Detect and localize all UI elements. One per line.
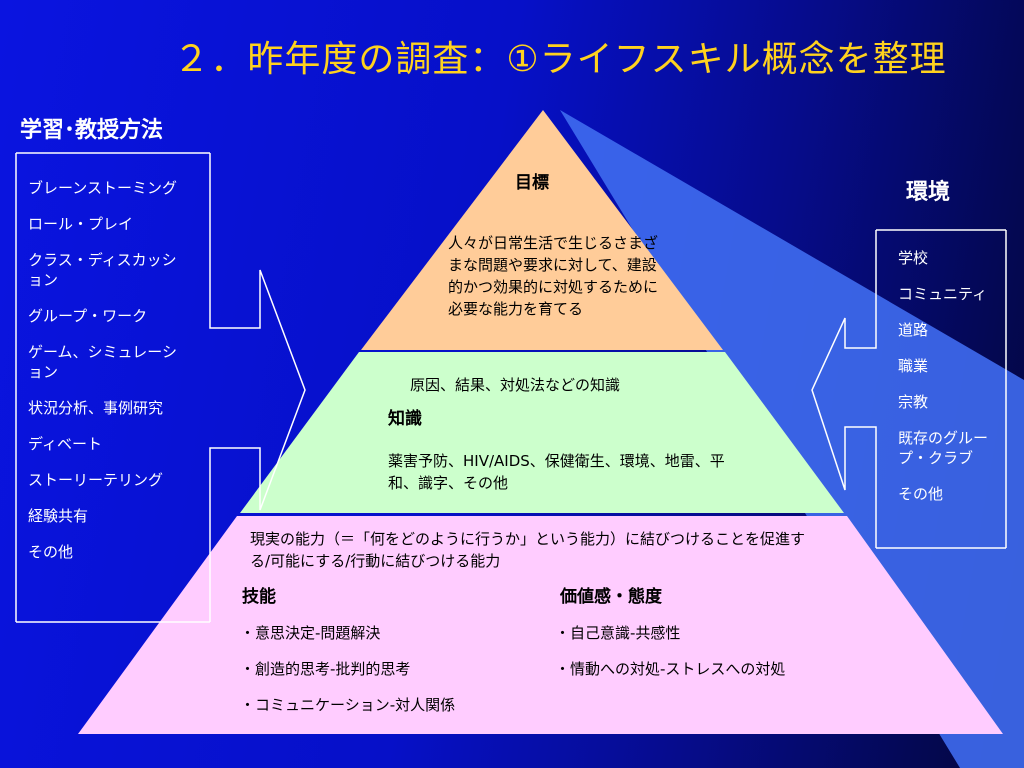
list-item: その他	[28, 543, 74, 561]
list-item: 経験共有	[28, 507, 89, 525]
list-item: 学校	[898, 249, 929, 267]
skills-label: 技能	[242, 587, 276, 607]
list-item: その他	[898, 485, 944, 503]
page-title: ２．昨年度の調査：①ライフスキル概念を整理	[173, 39, 947, 80]
knowledge-subtitle: 原因、結果、対処法などの知識	[410, 376, 621, 394]
pyramid-middle-tier	[240, 352, 844, 513]
list-item: ディベート	[28, 435, 102, 453]
right-panel-heading: 環境	[906, 180, 951, 205]
pyramid-top-tier	[361, 110, 723, 350]
list-item: ・意思決定-問題解決	[240, 624, 381, 642]
list-item: 既存のグループ・クラブ	[898, 429, 989, 467]
list-item: コミュニティ	[898, 285, 988, 303]
goal-label: 目標	[515, 173, 549, 193]
list-item: 職業	[898, 357, 929, 375]
knowledge-label: 知識	[388, 409, 422, 429]
values-label: 価値感・態度	[560, 587, 662, 607]
pyramid-bottom-tier	[78, 516, 1003, 734]
left-panel-heading: 学習･教授方法	[20, 118, 164, 143]
left-bracket-arrow	[209, 153, 306, 622]
list-item: ・コミュニケーション-対人関係	[240, 696, 456, 714]
right-panel-list: 学校 コミュニティ 道路 職業 宗教 既存のグループ・クラブ その他	[898, 248, 993, 520]
list-item: ブレーンストーミング	[28, 179, 177, 197]
list-item: 道路	[898, 321, 929, 339]
list-item: ・創造的思考-批判的思考	[240, 660, 411, 678]
values-list: ・自己意識-共感性 ・情動への対処-ストレスへの対処	[555, 622, 855, 680]
list-item: クラス・ディスカッション	[28, 251, 177, 289]
goal-text: 人々が日常生活で生じるさまざまな問題や要求に対して、建設的かつ効果的に対処するた…	[448, 234, 659, 318]
list-item: グループ・ワーク	[28, 307, 148, 325]
list-item: ロール・プレイ	[28, 215, 134, 233]
list-item: 状況分析、事例研究	[28, 399, 164, 417]
skills-list: ・意思決定-問題解決 ・創造的思考-批判的思考 ・コミュニケーション-対人関係	[240, 622, 530, 716]
list-item: ストーリーテリング	[28, 471, 164, 489]
right-bracket-arrow	[811, 230, 877, 548]
ability-subtitle: 現実の能力（＝「何をどのように行うか」という能力）に結びつけることを促進する/可…	[250, 530, 806, 570]
list-item: ・情動への対処-ストレスへの対処	[555, 660, 786, 678]
list-item: ゲーム、シミュレーション	[28, 343, 177, 381]
list-item: 宗教	[898, 393, 929, 411]
list-item: ・自己意識-共感性	[555, 624, 681, 642]
left-panel-list: ブレーンストーミング ロール・プレイ クラス・ディスカッション グループ・ワーク…	[28, 178, 188, 578]
knowledge-text: 薬害予防、HIV/AIDS、保健衛生、環境、地雷、平和、識字、その他	[388, 452, 725, 492]
